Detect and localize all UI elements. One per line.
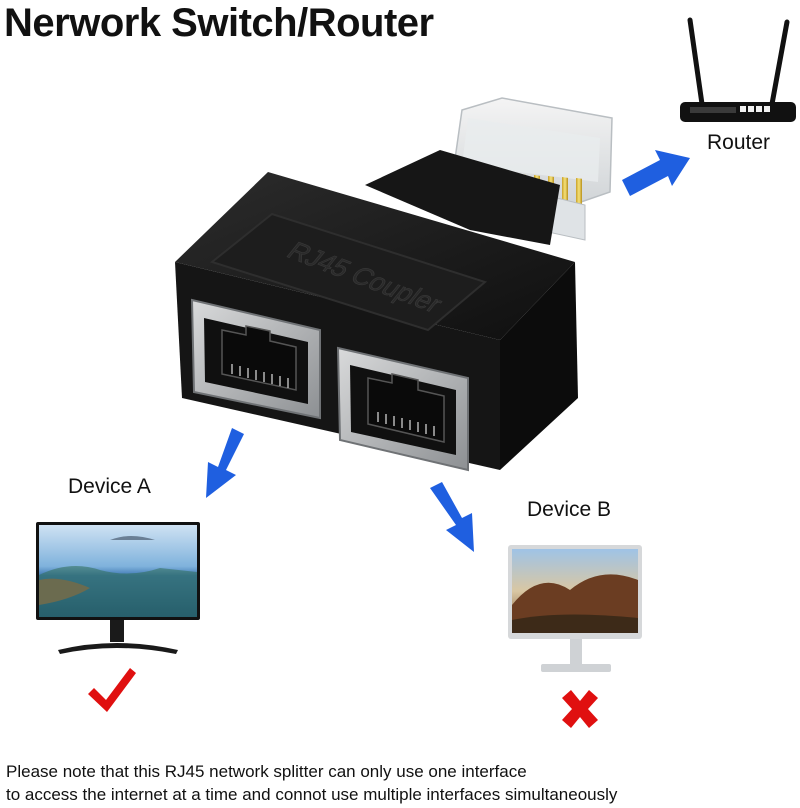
device-a-label: Device A: [68, 475, 151, 498]
cross-icon: [562, 690, 598, 728]
arrow-to-device-b: [430, 482, 474, 552]
port-1: [190, 298, 321, 420]
router-icon: [680, 17, 796, 122]
router-label: Router: [707, 131, 771, 154]
arrow-to-device-a: [206, 428, 244, 498]
arrow-to-router: [622, 150, 690, 196]
usage-note-line-1: Please note that this RJ45 network split…: [6, 762, 527, 781]
port-2: [336, 346, 469, 472]
page-title: Nerwork Switch/Router: [4, 1, 434, 45]
device-b-label: Device B: [527, 498, 612, 521]
usage-note: Please note that this RJ45 network split…: [6, 760, 617, 806]
check-icon: [88, 668, 136, 712]
usage-note-line-2: to access the internet at a time and con…: [6, 785, 618, 804]
monitor-device-a: [36, 522, 200, 654]
monitor-device-b: [508, 545, 642, 672]
